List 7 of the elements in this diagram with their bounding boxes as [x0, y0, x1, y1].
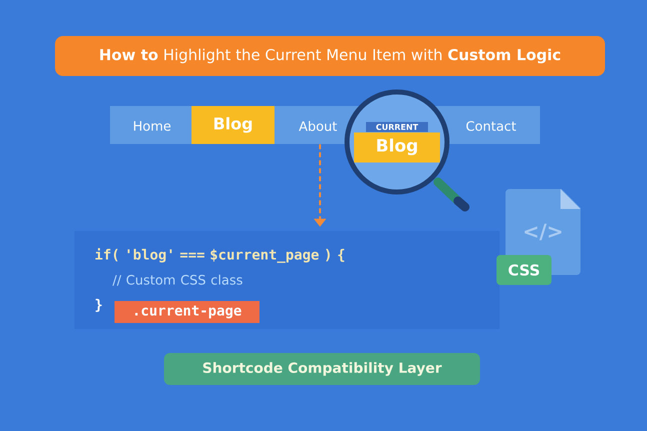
menu-item: Home	[134, 121, 170, 131]
active-menu-item: Blog	[192, 106, 274, 144]
highlighted-class: .current-page	[114, 301, 260, 323]
css-badge: CSS	[496, 255, 552, 285]
title-banner: How to Highlight the Current Menu Item with Custom Logic	[55, 36, 605, 76]
label-pill: Shortcode Compatibility Layer	[164, 353, 480, 385]
menu-item: About	[298, 120, 337, 132]
